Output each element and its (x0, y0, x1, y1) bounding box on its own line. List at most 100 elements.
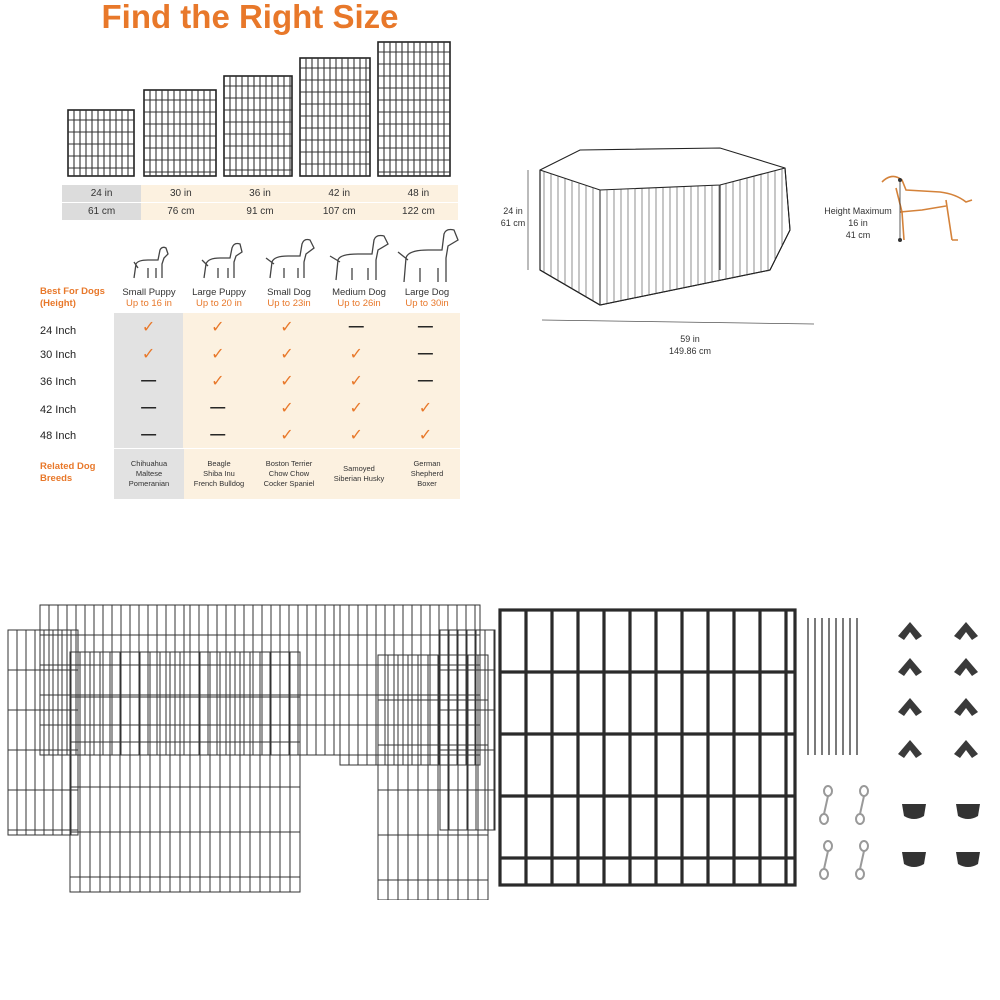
compatibility-grid: ✓✓✓——✓✓✓✓——✓✓✓———✓✓✓——✓✓✓ (114, 313, 461, 448)
grid-cell: ✓ (321, 421, 391, 448)
grid-row: ——✓✓✓ (114, 421, 461, 448)
page-title: Find the Right Size (101, 0, 399, 35)
grid-cell: ✓ (390, 394, 461, 421)
corner-connector-icon (954, 658, 978, 676)
size-cm-30: 76 cm (141, 203, 221, 220)
breeds-band-first (114, 449, 184, 499)
snap-hook-icon (819, 785, 833, 825)
grid-cell: — (390, 367, 461, 394)
check-icon: ✓ (418, 426, 433, 444)
check-icon: ✓ (280, 318, 294, 336)
breed-name: Beagle (207, 459, 231, 468)
grid-cell: ✓ (183, 367, 253, 394)
corner-connector-icon (898, 698, 922, 716)
size-in-30: 30 in (141, 185, 221, 202)
check-icon: ✓ (211, 318, 225, 336)
grid-row: ——✓✓✓ (114, 394, 461, 421)
grid-cell: — (183, 394, 253, 421)
grid-row: ✓ ✓ ✓ — — (114, 313, 461, 340)
check-icon: ✓ (280, 345, 294, 363)
dog-icon-medium-dog (329, 234, 389, 281)
corner-connector-icon (898, 622, 922, 640)
breed-name: Siberian Husky (333, 474, 385, 483)
snap-hook-icon (855, 785, 869, 825)
dash-icon: — (210, 399, 226, 416)
grid-cell: — (114, 394, 184, 421)
dog-type-name: Small Puppy (122, 287, 176, 298)
corner-connector-icon (954, 698, 978, 716)
octagon-pen-dimension-illustration (527, 147, 973, 325)
corner-connector-icon (898, 658, 922, 676)
dash-icon: — (141, 372, 157, 389)
check-icon: ✓ (211, 372, 225, 390)
grid-cell: — (390, 340, 461, 367)
panel-icon (299, 57, 371, 177)
row-label-48: 48 Inch (40, 430, 77, 442)
check-icon: ✓ (280, 372, 294, 390)
dog-type-height: Up to 23in (267, 298, 311, 309)
foot-pad-icon (956, 852, 980, 867)
dim-max-in: 16 in (848, 218, 868, 228)
best-for-label: Best For Dogs (Height) (40, 286, 105, 309)
dash-icon: — (348, 318, 364, 335)
grid-cell: ✓ (321, 340, 391, 367)
check-icon: ✓ (349, 372, 363, 390)
grid-cell: ✓ (114, 313, 184, 340)
check-icon: ✓ (349, 426, 363, 444)
grid-row: — ✓ ✓ ✓ — (114, 367, 461, 394)
size-cm-36: 91 cm (220, 203, 300, 220)
size-in-42: 42 in (299, 185, 379, 202)
check-icon: ✓ (349, 345, 363, 363)
dog-silhouettes (133, 228, 459, 283)
dash-icon: — (141, 426, 157, 443)
grid-cell: ✓ (252, 421, 322, 448)
dog-icon-large-dog (397, 228, 459, 283)
breed-name: Chow Chow (268, 469, 310, 478)
size-row-inches: 24 in 30 in 36 in 42 in 48 in (62, 185, 459, 202)
snap-hook-icon (819, 840, 833, 880)
corner-connector-icon (954, 740, 978, 758)
grid-cell: ✓ (321, 394, 391, 421)
check-icon: ✓ (211, 345, 225, 363)
dash-icon: — (417, 345, 433, 362)
product-photos (7, 604, 980, 900)
related-breeds-label: Related Dog Breeds (40, 461, 96, 484)
dash-icon: — (141, 399, 157, 416)
foot-pad-icon (902, 852, 926, 867)
corner-connector-icon (898, 740, 922, 758)
row-label-36: 36 Inch (40, 376, 77, 388)
panel-size-illustrations (67, 41, 451, 177)
check-icon: ✓ (280, 426, 294, 444)
grid-cell: ✓ (114, 340, 184, 367)
grid-cell: ✓ (252, 367, 322, 394)
dog-type-height: Up to 20 in (196, 298, 242, 309)
breed-name: Pomeranian (128, 479, 170, 488)
dim-height-in: 24 in (503, 206, 523, 216)
dim-max-cm: 41 cm (845, 230, 871, 240)
panel-icon (143, 89, 217, 177)
size-in-36: 36 in (220, 185, 300, 202)
grid-row: ✓ ✓ ✓ ✓ — (114, 340, 461, 367)
dog-icon-large-puppy (201, 242, 243, 279)
dog-type-name: Large Dog (404, 287, 450, 298)
row-label-42: 42 Inch (40, 404, 77, 416)
grid-cell: — (390, 313, 461, 340)
size-in-24: 24 in (62, 185, 142, 202)
size-in-48: 48 in (378, 185, 459, 202)
grid-cell: ✓ (183, 313, 253, 340)
check-icon: ✓ (141, 318, 156, 336)
dog-type-height: Up to 16 in (126, 298, 172, 309)
foot-pad-icon (956, 804, 980, 819)
corner-connector-icon (954, 622, 978, 640)
grid-cell: — (321, 313, 391, 340)
